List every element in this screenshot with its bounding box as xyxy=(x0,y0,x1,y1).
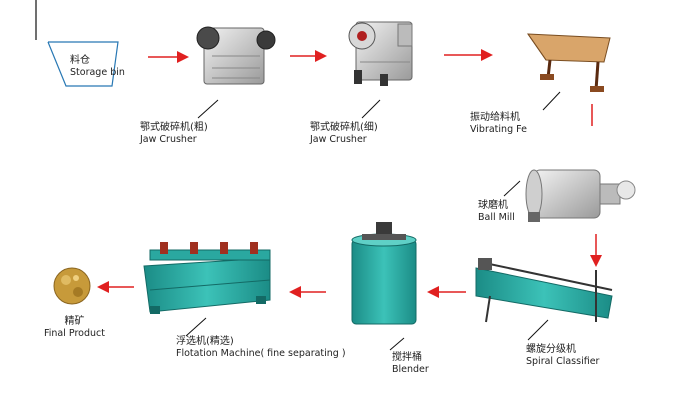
label-cn: 球磨机 xyxy=(478,200,508,211)
label-cn: 鄂式破碎机(粗) xyxy=(140,122,208,133)
label-en: Vibrating Fe xyxy=(470,124,527,135)
label-cn: 精矿 xyxy=(64,316,85,327)
label-en: Jaw Crusher xyxy=(310,134,367,145)
label-en: Storage bin xyxy=(70,67,125,78)
jaw-crusher-fine-image xyxy=(348,21,413,86)
label-en: Ball Mill xyxy=(478,212,515,223)
label-en: Flotation Machine( fine separating ) xyxy=(176,348,346,359)
flotation-machine-image xyxy=(143,242,271,314)
jaw-crusher-coarse-image xyxy=(196,26,276,85)
label-en: Jaw Crusher xyxy=(140,134,197,145)
spiral-classifier-image xyxy=(475,258,613,323)
storage-bin-label: 料仓 Storage bin xyxy=(70,55,125,79)
final-product-label: 精矿 Final Product xyxy=(44,316,105,340)
vibrating-feeder-image xyxy=(527,33,611,92)
label-en: Spiral Classifier xyxy=(526,356,600,367)
vibrating-feeder-label: 振动给料机 Vibrating Fe xyxy=(470,112,527,136)
flotation-machine-label: 浮选机(精选) Flotation Machine( fine separati… xyxy=(176,336,346,360)
leader-line xyxy=(389,337,405,351)
label-cn: 料仓 xyxy=(70,55,90,66)
spiral-classifier-label: 螺旋分级机 Spiral Classifier xyxy=(526,344,599,368)
leader-line xyxy=(361,99,381,119)
label-cn: 螺旋分级机 xyxy=(526,344,576,355)
label-cn: 浮选机(精选) xyxy=(176,336,234,347)
label-cn: 振动给料机 xyxy=(470,112,520,123)
blender-image xyxy=(351,222,417,325)
final-product-image xyxy=(53,267,91,305)
label-cn: 鄂式破碎机(细) xyxy=(310,122,378,133)
label-en: Final Product xyxy=(44,328,105,339)
storage-bin-image xyxy=(47,41,119,87)
label-en: Blender xyxy=(392,364,429,375)
leader-line xyxy=(542,91,561,111)
ball-mill-label: 球磨机 Ball Mill xyxy=(478,200,515,224)
leader-line xyxy=(185,317,207,337)
blender-label: 搅拌桶 Blender xyxy=(392,352,429,376)
leader-line xyxy=(527,319,549,341)
ball-mill-image xyxy=(525,169,636,222)
jaw-crusher-coarse-label: 鄂式破碎机(粗) Jaw Crusher xyxy=(140,122,208,146)
leader-line xyxy=(503,180,521,197)
leader-line xyxy=(197,99,219,119)
label-cn: 搅拌桶 xyxy=(392,352,422,363)
jaw-crusher-fine-label: 鄂式破碎机(细) Jaw Crusher xyxy=(310,122,378,146)
